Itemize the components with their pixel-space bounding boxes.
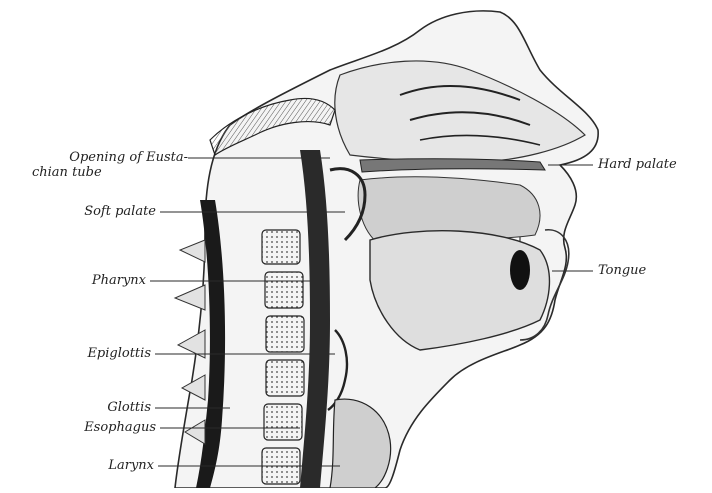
label-glottis: Glottis — [20, 400, 151, 415]
label-epiglottis: Epiglottis — [20, 346, 151, 361]
label-soft-palate: Soft palate — [20, 204, 156, 219]
label-hard-palate: Hard palate — [598, 157, 677, 172]
label-larynx: Larynx — [20, 458, 154, 473]
label-pharynx: Pharynx — [20, 273, 146, 288]
label-opening-of-eustachian-tube: Opening of Eusta- chian tube — [4, 150, 188, 180]
label-esophagus: Esophagus — [20, 420, 156, 435]
label-tongue: Tongue — [598, 263, 646, 278]
